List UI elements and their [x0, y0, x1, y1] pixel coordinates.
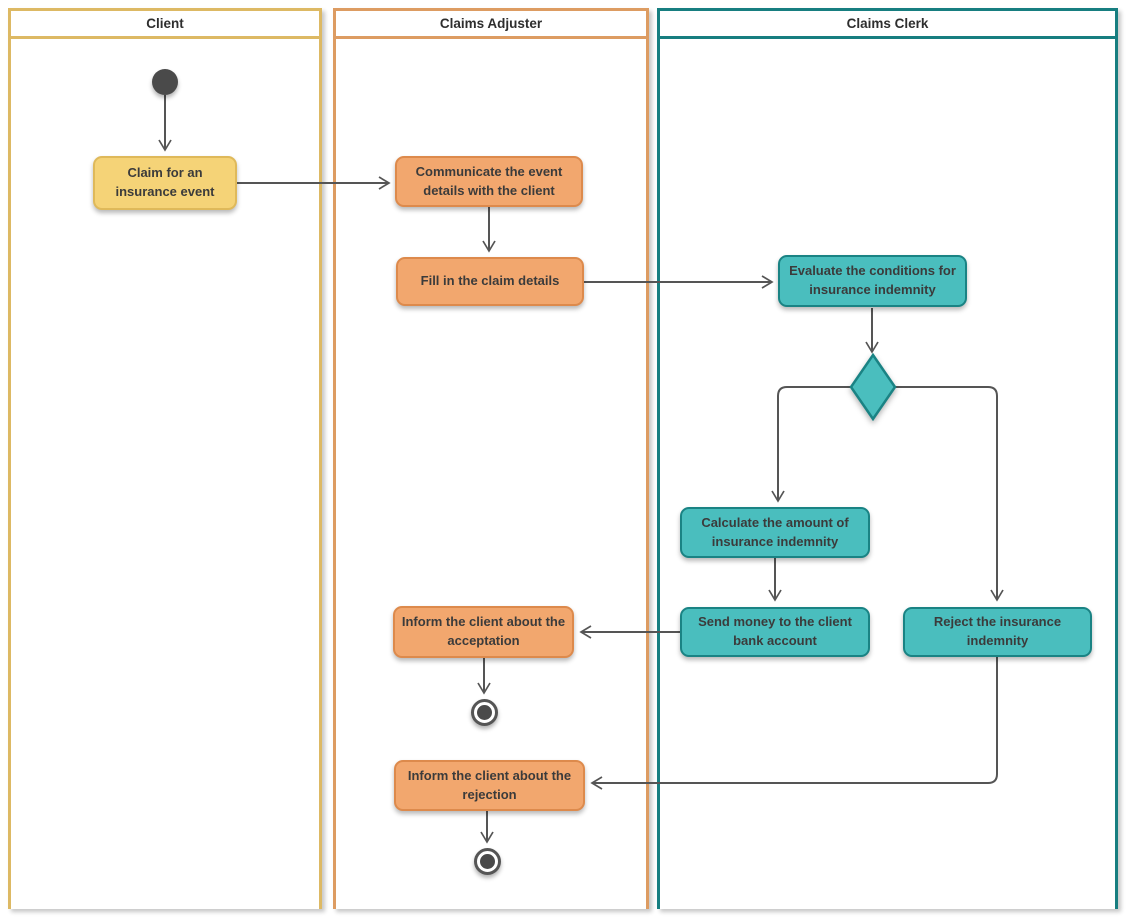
swimlane-claims-adjuster-title: Claims Adjuster [439, 16, 543, 31]
activity-communicate-event-details[interactable]: Communicate the event details with the c… [395, 156, 583, 207]
activity-inform-acceptation[interactable]: Inform the client about the acceptation [393, 606, 574, 658]
swimlane-claims-clerk-header: Claims Clerk [660, 11, 1115, 39]
swimlane-claims-clerk[interactable]: Claims Clerk [657, 8, 1118, 909]
initial-node[interactable] [152, 69, 178, 95]
activity-send-money[interactable]: Send money to the client bank account [680, 607, 870, 657]
swimlane-claims-clerk-title: Claims Clerk [846, 16, 929, 31]
activity-reject-indemnity[interactable]: Reject the insurance indemnity [903, 607, 1092, 657]
final-node-rejection[interactable] [474, 848, 501, 875]
swimlane-claims-adjuster-header: Claims Adjuster [336, 11, 646, 39]
activity-fill-claim-details[interactable]: Fill in the claim details [396, 257, 584, 306]
final-node-acceptation[interactable] [471, 699, 498, 726]
decision-node[interactable] [849, 352, 897, 422]
activity-calculate-indemnity[interactable]: Calculate the amount of insurance indemn… [680, 507, 870, 558]
swimlane-client[interactable]: Client [8, 8, 322, 909]
final-node-dot [480, 854, 495, 869]
final-node-dot [477, 705, 492, 720]
activity-inform-rejection[interactable]: Inform the client about the rejection [394, 760, 585, 811]
activity-evaluate-conditions[interactable]: Evaluate the conditions for insurance in… [778, 255, 967, 307]
swimlane-client-title: Client [146, 16, 184, 31]
activity-claim-insurance-event[interactable]: Claim for an insurance event [93, 156, 237, 210]
swimlane-client-header: Client [11, 11, 319, 39]
